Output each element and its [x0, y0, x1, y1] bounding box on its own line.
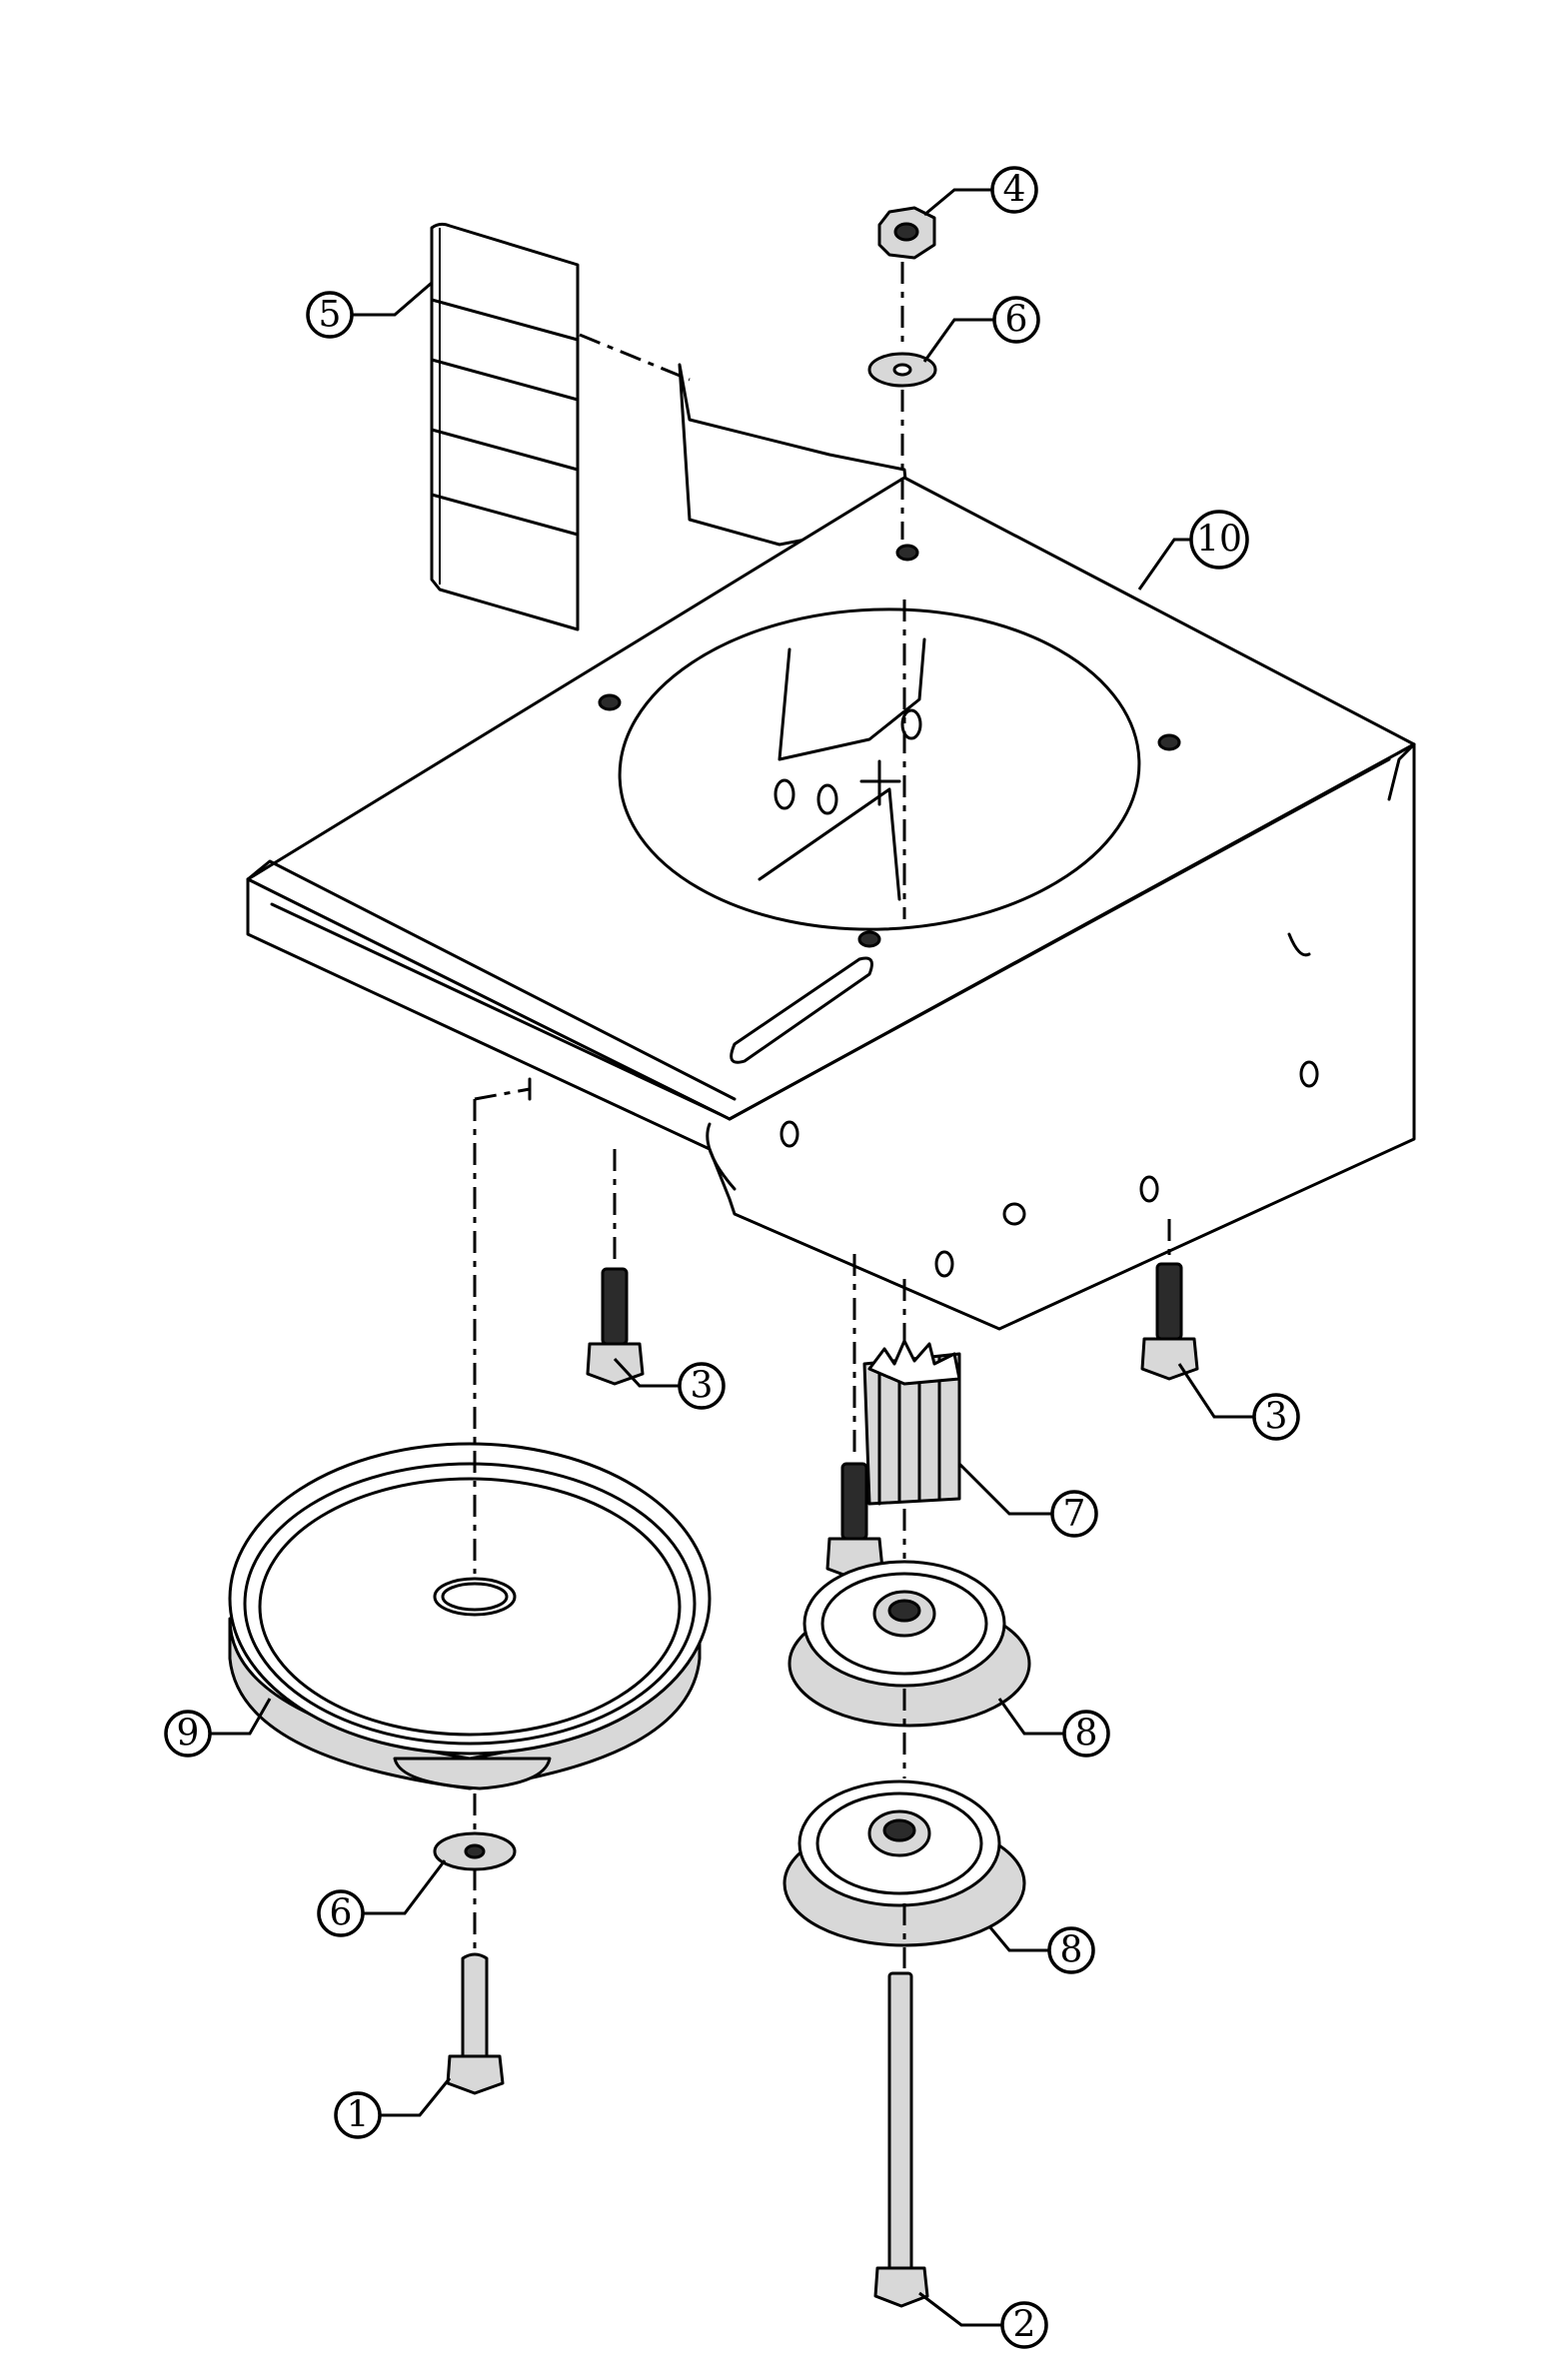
svg-text:2: 2 [1013, 2305, 1036, 2346]
svg-text:4: 4 [1003, 170, 1026, 211]
svg-text:7: 7 [1063, 1494, 1086, 1535]
callout-8-lower: 8 [1047, 1926, 1095, 1974]
svg-text:9: 9 [177, 1714, 200, 1755]
svg-text:3: 3 [691, 1366, 714, 1407]
callout-4: 4 [990, 166, 1038, 214]
callout-3-right: 3 [1252, 1393, 1300, 1441]
callout-6-bottom: 6 [317, 1889, 365, 1937]
part-6-washer-top [867, 352, 937, 388]
part-10-mounting-bracket [246, 363, 1416, 1331]
part-3-bolt-right [1140, 1262, 1199, 1381]
svg-text:5: 5 [319, 295, 342, 336]
part-5-belt-guard-plate [430, 222, 580, 631]
callout-9: 9 [164, 1710, 212, 1758]
callout-1: 1 [334, 2091, 382, 2139]
part-7-splined-spacer [862, 1339, 961, 1506]
svg-text:8: 8 [1060, 1930, 1083, 1971]
callout-10: 10 [1189, 510, 1249, 570]
part-4-nut-top [877, 206, 936, 260]
part-9-large-pulley [228, 1442, 712, 1790]
part-8-idler-pulley-lower [782, 1780, 1026, 1947]
callout-8-upper: 8 [1062, 1710, 1110, 1758]
part-3-bolt-left [586, 1267, 645, 1386]
svg-text:6: 6 [330, 1893, 353, 1934]
assembly-center-lines [473, 262, 1171, 1968]
part-8-idler-pulley-upper [787, 1560, 1031, 1728]
part-1-short-bolt [446, 1952, 505, 2095]
svg-text:1: 1 [347, 2095, 370, 2136]
part-2-long-bolt [873, 1971, 929, 2308]
callout-5: 5 [306, 291, 354, 339]
svg-text:3: 3 [1265, 1397, 1288, 1438]
svg-text:6: 6 [1005, 300, 1028, 341]
svg-text:10: 10 [1196, 520, 1242, 561]
callout-2: 2 [1000, 2301, 1048, 2349]
svg-text:8: 8 [1075, 1714, 1098, 1755]
part-6-washer-bottom [433, 1831, 517, 1871]
leader-lines [210, 188, 1254, 2327]
callout-7: 7 [1050, 1490, 1098, 1538]
callout-3-left: 3 [678, 1362, 726, 1410]
callout-6-top: 6 [992, 296, 1040, 344]
